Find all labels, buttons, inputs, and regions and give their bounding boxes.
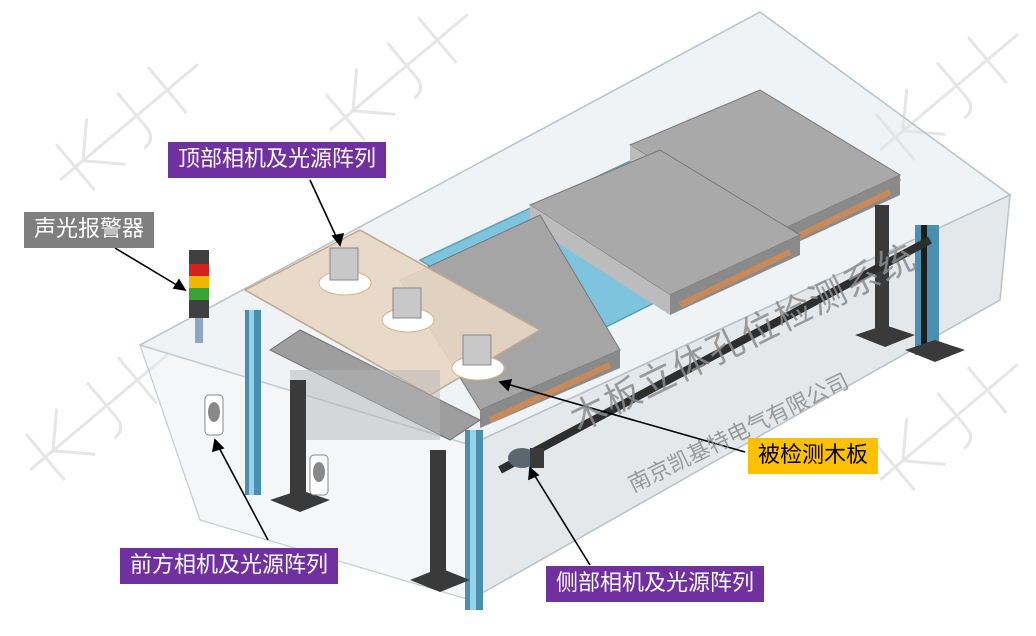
label-side-camera: 侧部相机及光源阵列 [546, 566, 765, 602]
signal-tower-alarm [189, 250, 209, 343]
front-frame-beam [290, 370, 440, 440]
front-camera-units [204, 394, 329, 496]
side-camera-unit [508, 448, 544, 468]
label-board: 被检测木板 [748, 438, 879, 474]
leader-arrows [114, 179, 746, 566]
board-stack-mid [528, 149, 802, 315]
label-top-camera: 顶部相机及光源阵列 [168, 142, 387, 178]
side-rail [498, 236, 932, 474]
label-alarm: 声光报警器 [24, 212, 155, 248]
label-front-camera: 前方相机及光源阵列 [120, 548, 339, 584]
top-camera-units [318, 247, 505, 381]
frame-legs [245, 205, 939, 610]
